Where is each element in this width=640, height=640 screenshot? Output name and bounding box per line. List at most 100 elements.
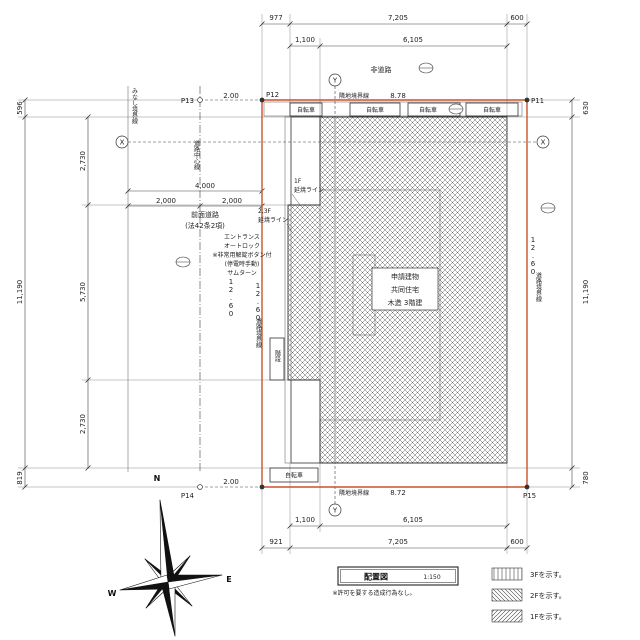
bicycle-space: 自転車 (269, 467, 319, 483)
grid-marker-label: X (541, 139, 546, 147)
north-road-label: 非道路 (371, 65, 392, 74)
survey-point-corner (259, 484, 265, 490)
compass-north-label: N (154, 474, 161, 483)
adjacent-boundary-label-top: 隣地境界線 (339, 92, 369, 100)
level-marker-icon (175, 256, 191, 268)
dim-tick (569, 97, 575, 103)
dimension-labels: 977 7,205 600 1,100 6,105 1,100 6,105 92… (16, 14, 590, 546)
point-label-p12: P12 (266, 91, 279, 99)
dimension-ticks (22, 21, 575, 551)
survey-point-p12 (259, 97, 265, 103)
boundary-length-right: 12.60 (529, 236, 537, 276)
legend-swatch-2f (491, 588, 523, 602)
dim-left-outer-3: 819 (16, 471, 24, 484)
legend-swatch-1f (491, 609, 523, 623)
dim-tick (504, 43, 510, 49)
dim-tick (85, 377, 91, 383)
legend-swatch-3f (491, 567, 523, 581)
point-label-p13: P13 (181, 97, 194, 105)
stairs-label: 階段 (274, 349, 281, 363)
dim-tick (22, 97, 28, 103)
entrance-note-2: オートロック (224, 243, 260, 250)
level-marker-icon (418, 62, 434, 74)
stairs-box (269, 337, 285, 381)
road-center-label: 道路中心線 (193, 139, 200, 170)
dim-top-inner-2: 6,105 (403, 36, 423, 44)
dim-tick (85, 465, 91, 471)
dim-tick (287, 523, 293, 529)
dim-tick (22, 465, 28, 471)
compass-east-label: E (226, 575, 231, 584)
dim-left-outer-2: 11,190 (16, 280, 24, 305)
dim-top-outer-1: 977 (269, 14, 282, 22)
dim-road-total: 4,000 (195, 182, 215, 190)
drawing-title: 配置図 (364, 572, 388, 582)
dim-tick (22, 484, 28, 490)
compass-rose-icon (119, 499, 223, 637)
title-box-inner (340, 569, 456, 583)
dim-tick (259, 21, 265, 27)
adjacent-boundary-length-bottom: 8.72 (390, 489, 406, 497)
grid-marker-label: X (120, 139, 125, 147)
dim-tick (524, 21, 530, 27)
dimension-lines (24, 23, 573, 549)
entrance-note-3: ※非常用解錠ボタン付 (212, 251, 271, 259)
permit-note: ※許可を要する造成行為なし。 (332, 589, 415, 597)
dim-right-outer-2: 11,190 (582, 280, 590, 305)
title-box-outer (337, 566, 459, 586)
dim-right-outer-1: 630 (582, 101, 590, 114)
dim-road-half-2: 2,000 (222, 197, 242, 205)
fence-strip (284, 116, 292, 464)
dim-left-inner-1: 2,730 (79, 151, 87, 171)
grid-marker-label: Y (332, 77, 338, 85)
legend-label-1f: 1Fを示す。 (530, 613, 566, 621)
road-boundary-label-right: 道路境界線 (535, 271, 542, 302)
bicycle-space: 自転車 (349, 102, 401, 117)
dim-left-outer-1: 596 (16, 101, 24, 115)
deemed-boundary-label: みなし境界線 (131, 88, 138, 124)
road-length-left-b: 12.60 (254, 282, 262, 322)
setback-length-top: 2.00 (223, 92, 239, 100)
dim-tick (504, 21, 510, 27)
fire-line-1f-label: 延焼ライン (294, 186, 324, 194)
bicycle-space: 自転車 (465, 102, 519, 117)
dim-right-outer-3: 780 (582, 471, 590, 484)
building-label-line-2: 共同住宅 (391, 285, 419, 294)
survey-point-p11 (524, 97, 530, 103)
dim-bottom-outer-2: 7,205 (388, 538, 408, 546)
drawing-scale: 1:150 (423, 574, 440, 581)
level-marker-icon (540, 202, 556, 214)
setback-length-bottom: 2.00 (223, 478, 239, 486)
grid-marker-y-top: Y (328, 73, 342, 87)
survey-point-p14 (197, 484, 203, 490)
dim-tick (569, 114, 575, 120)
bicycle-label: 自転車 (483, 106, 501, 114)
grid-marker-y-bottom: Y (328, 503, 342, 517)
adjacent-boundary-length-top: 8.78 (390, 92, 406, 100)
fire-line-23f-floor: 2,3F (258, 208, 272, 215)
grid-marker-x-right: X (536, 135, 550, 149)
legend-label-2f: 2Fを示す。 (530, 592, 566, 600)
dim-tick (287, 43, 293, 49)
front-road-law-label: (法42条2項) (185, 221, 225, 230)
dim-bottom-inner-2: 6,105 (403, 516, 423, 524)
entrance-note-1: エントランス (224, 234, 260, 241)
point-label-p14: P14 (181, 492, 195, 500)
upper-floor-outline (319, 189, 441, 421)
compass-point-w (119, 574, 169, 591)
fire-line-23f-label: 延焼ライン (258, 216, 288, 224)
adjacent-boundary-label-bottom: 隣地境界線 (339, 489, 369, 497)
building-label-line-3: 木造 3階建 (388, 298, 423, 307)
road-length-left-a: 12.60 (227, 278, 235, 318)
road-boundary-label-left: 道路境界線 (255, 317, 262, 348)
grid-marker-x-left: X (115, 135, 129, 149)
dim-tick (85, 202, 91, 208)
dim-tick (259, 545, 265, 551)
dim-top-outer-2: 7,205 (388, 14, 408, 22)
survey-point-p15 (524, 484, 530, 490)
dim-tick (287, 545, 293, 551)
entrance-note-5: サムターン (227, 269, 257, 277)
dim-left-inner-3: 2,730 (79, 414, 87, 434)
dim-tick (504, 545, 510, 551)
